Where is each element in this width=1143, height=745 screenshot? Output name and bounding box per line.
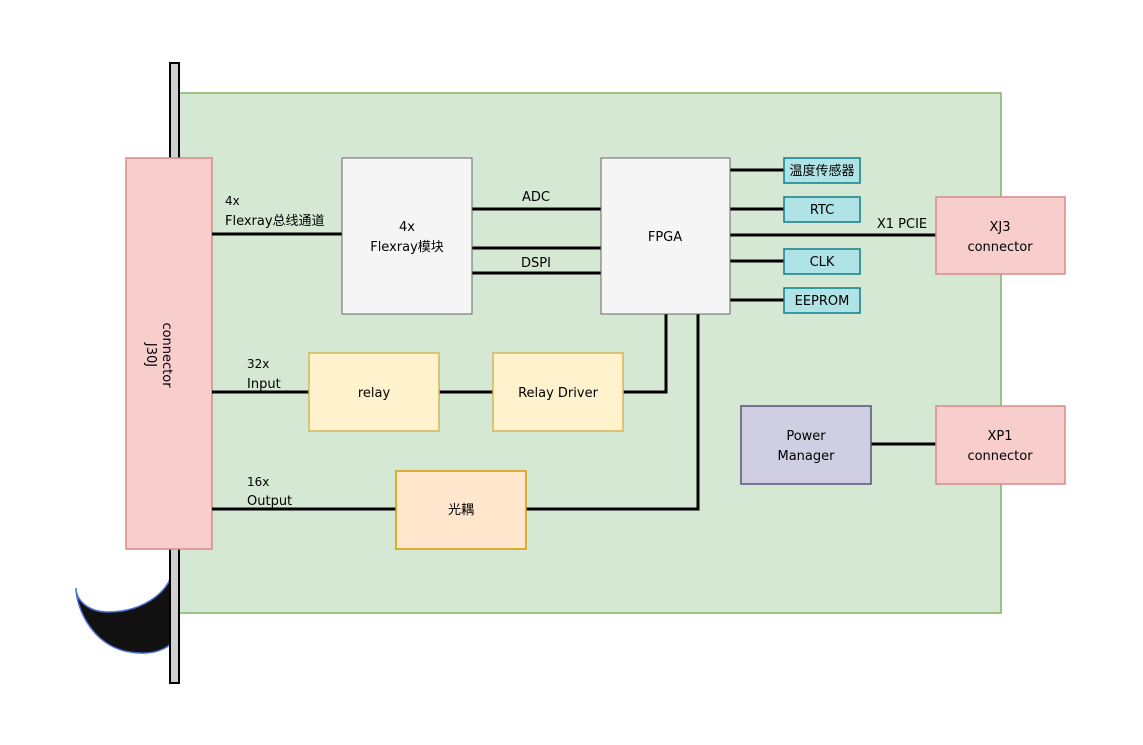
pcie-label: X1 PCIE (877, 217, 927, 232)
fpga-label: FPGA (648, 230, 682, 245)
relay-driver-block (492, 352, 624, 432)
eeprom-label: EEPROM (795, 294, 850, 309)
rtc-block (783, 196, 861, 223)
j30j-connector (125, 157, 213, 550)
power-manager-line1: Power (786, 429, 826, 444)
xj3-connector (935, 196, 1066, 275)
optocoupler-block (395, 470, 527, 550)
relay-block (308, 352, 440, 432)
input-label-line1: 32x (247, 357, 269, 371)
clk-label: CLK (810, 255, 835, 270)
rtc-label: RTC (810, 203, 834, 218)
xj3-line1: XJ3 (989, 220, 1010, 235)
relay-label: relay (358, 386, 391, 401)
driver-to-fpga-wire (623, 314, 668, 394)
relay-driver-label: Relay Driver (518, 386, 599, 401)
xp1-line2: connector (967, 449, 1033, 464)
adc-label: ADC (522, 190, 550, 205)
output-label-line2: Output (247, 494, 292, 509)
ejector-handle (75, 569, 174, 654)
power-manager-line2: Manager (778, 449, 836, 464)
clk-block (783, 248, 861, 275)
xp1-line1: XP1 (987, 429, 1012, 444)
temp-sensor-label: 温度传感器 (789, 163, 854, 179)
dspi-label: DSPI (521, 256, 551, 271)
flexray-channel-line2: Flexray总线通道 (225, 214, 325, 229)
flexray-module-block (341, 157, 473, 315)
j30j-label-line1: J30J (143, 342, 158, 367)
power-manager-block (740, 405, 872, 485)
xp1-connector (935, 405, 1066, 485)
temp-sensor-block (783, 157, 861, 184)
input-label-line2: Input (247, 377, 281, 392)
flexray-module-line2: Flexray模块 (370, 240, 444, 255)
opto-to-fpga-wire (526, 314, 700, 511)
optocoupler-label: 光耦 (448, 503, 474, 518)
output-label-line1: 16x (247, 475, 269, 489)
eeprom-block (783, 287, 861, 314)
j30j-label-line2: connector (159, 322, 174, 388)
fpga-block (600, 157, 731, 315)
xj3-line2: connector (967, 240, 1033, 255)
flexray-channel-line1: 4x (225, 194, 240, 208)
flexray-module-line1: 4x (399, 220, 415, 235)
